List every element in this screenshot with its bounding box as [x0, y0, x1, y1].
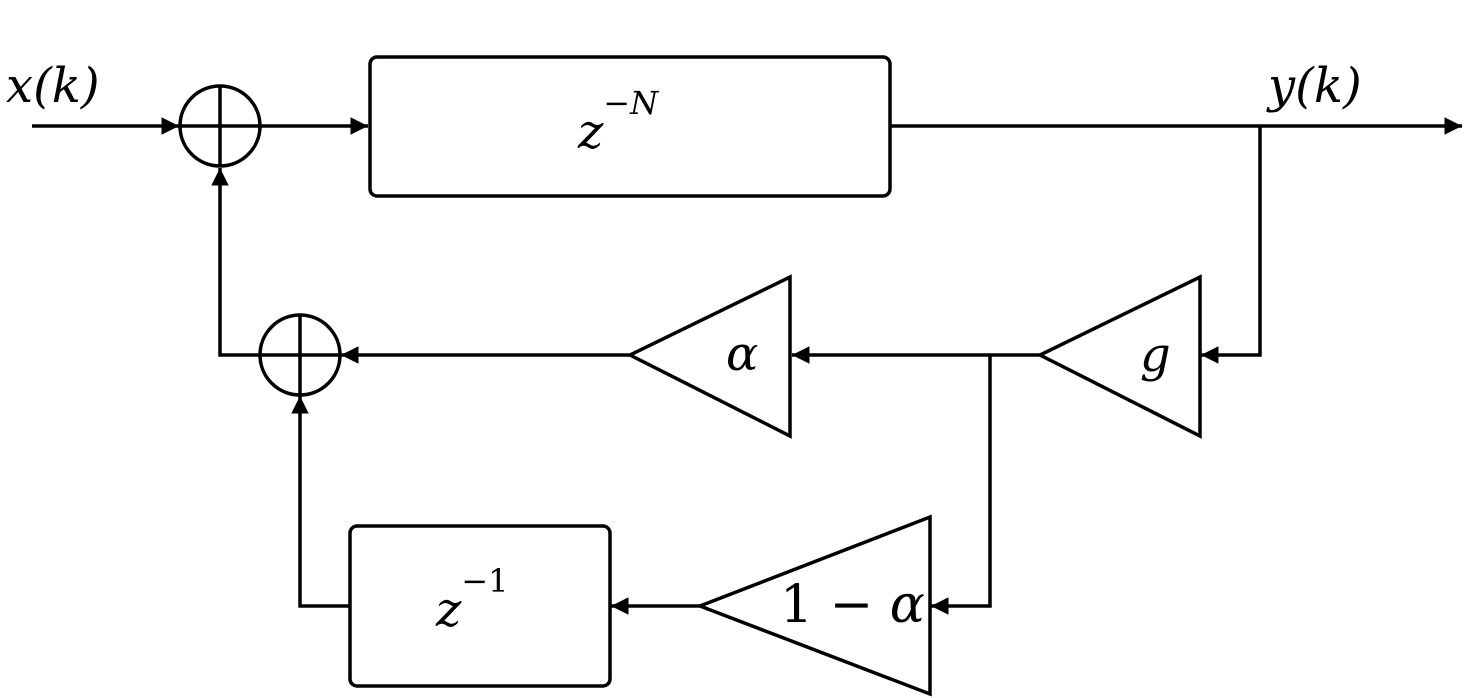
gain-one-minus-alpha-label: 1 − α: [780, 575, 925, 635]
gain-alpha-triangle: [626, 274, 792, 439]
delay-1-base: z: [435, 582, 462, 638]
summing-junction-feedback: [258, 313, 342, 397]
delay-n-block: [368, 55, 892, 198]
delay-n-exponent: −N: [603, 84, 659, 122]
branch-to-one-minus-alpha-wire: [931, 355, 992, 615]
delay-n-label: z−N: [577, 84, 659, 160]
gain-alpha-label: α: [726, 326, 758, 382]
feedback-to-g-wire: [1201, 126, 1262, 364]
output-base: y: [1266, 58, 1296, 114]
output-arg: (k): [1295, 58, 1362, 114]
gain-g-triangle: [1036, 274, 1202, 439]
delay-1-label: z−1: [435, 562, 508, 638]
gain-one-minus-alpha-triangle: [695, 514, 932, 697]
gain-minus: −: [813, 575, 890, 635]
sum2-to-sum1-wire: [211, 168, 260, 357]
summing-junction-top: [178, 84, 262, 168]
input-arg: (k): [33, 58, 100, 114]
input-label: x(k): [6, 58, 100, 114]
delay1-to-sum2-wire: [291, 396, 350, 608]
gain-alpha-symbol: α: [890, 575, 925, 635]
input-base: x: [6, 58, 33, 114]
delay-n-base: z: [577, 104, 604, 160]
output-label: y(k): [1266, 58, 1362, 114]
delay-1-exponent: −1: [461, 562, 508, 600]
gain-g-label: g: [1140, 327, 1171, 383]
gain-one: 1: [780, 575, 813, 635]
signal-wires: [32, 117, 1462, 615]
delay-1-block: [348, 524, 612, 688]
